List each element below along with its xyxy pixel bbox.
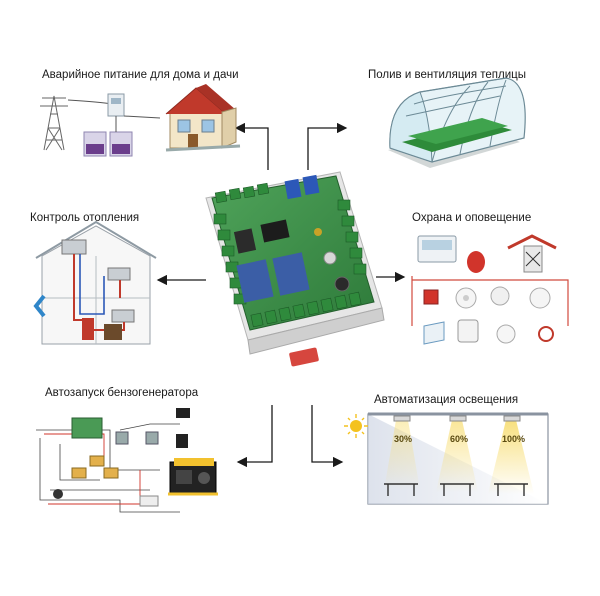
light-level-1: 30%	[394, 434, 412, 444]
label-security: Охрана и оповещение	[412, 212, 532, 224]
arrow-to-backup-power	[234, 122, 269, 170]
arrow-to-greenhouse	[307, 122, 348, 170]
label-lighting: Автоматизация освещения	[374, 394, 519, 406]
generator-illustration	[36, 408, 218, 513]
heating-illustration	[33, 220, 157, 345]
lighting-illustration	[344, 412, 549, 505]
greenhouse-illustration	[388, 77, 526, 168]
light-level-2: 60%	[450, 434, 468, 444]
label-heating: Контроль отопления	[30, 212, 140, 224]
label-generator: Автозапуск бензогенератора	[45, 387, 199, 399]
security-illustration	[411, 234, 569, 345]
controller-board	[205, 171, 385, 367]
light-level-3: 100%	[502, 434, 525, 444]
arrow-to-generator	[236, 405, 273, 468]
label-backup-power: Аварийное питание для дома и дачи	[42, 69, 239, 81]
arrows	[156, 122, 406, 468]
label-greenhouse: Полив и вентиляция теплицы	[368, 69, 527, 81]
backup-power-illustration	[40, 84, 241, 157]
sun-icon	[344, 414, 368, 438]
arrow-to-lighting	[311, 405, 344, 468]
